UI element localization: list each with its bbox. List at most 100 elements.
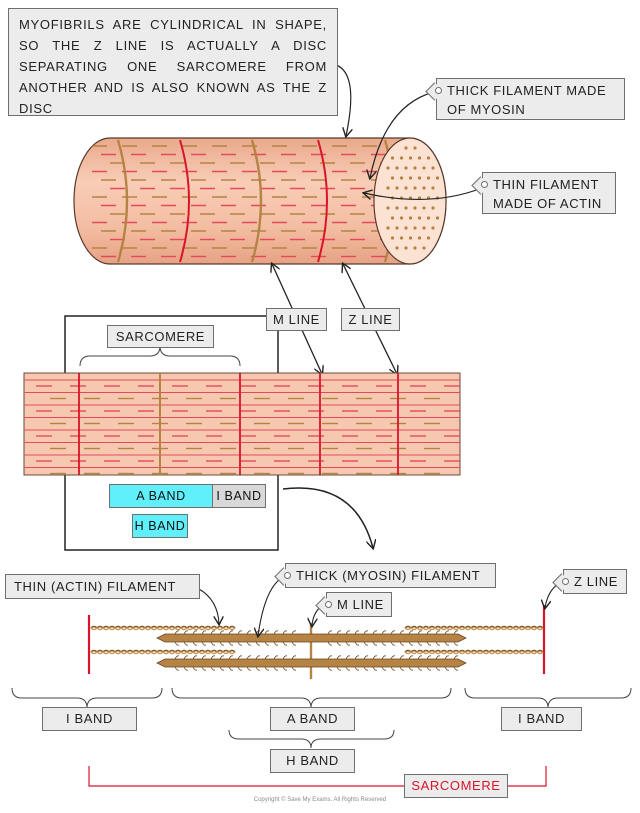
- filament-dot: [413, 206, 417, 210]
- filament-dot: [431, 166, 435, 170]
- myosin-head: [399, 641, 405, 646]
- myosin-head: [417, 641, 423, 646]
- m-line-label-bottom: M line: [325, 592, 392, 617]
- filament-dot: [426, 236, 431, 240]
- myosin-head: [453, 655, 459, 660]
- myosin-head: [399, 630, 405, 635]
- myosin-head: [228, 655, 234, 660]
- i-band-right-brace: [464, 687, 632, 709]
- myofibril-note: Myofibrils are cylindrical in shape, so …: [8, 8, 338, 116]
- myosin-head: [255, 655, 261, 660]
- myosin-head: [435, 641, 441, 646]
- myosin-head: [174, 655, 180, 660]
- myosin-head: [426, 666, 432, 671]
- filament-dot: [386, 226, 390, 230]
- filament-dot: [404, 186, 408, 190]
- myosin-head: [219, 641, 225, 646]
- myosin-head: [246, 655, 252, 660]
- filament-dot: [399, 156, 404, 160]
- myosin-head: [282, 666, 288, 671]
- filament-dot: [386, 206, 390, 210]
- myosin-head: [273, 655, 279, 660]
- myosin-head: [354, 641, 360, 646]
- filament-dot: [408, 176, 413, 180]
- myosin-head: [183, 655, 189, 660]
- myosin-head: [363, 666, 369, 671]
- myosin-head: [174, 630, 180, 635]
- myosin-head: [201, 641, 207, 646]
- myosin-head: [219, 655, 225, 660]
- thin-filament-bottom-arrow: [198, 588, 219, 624]
- sarcomere-detail: [87, 605, 546, 679]
- myosin-head: [201, 655, 207, 660]
- myosin-head: [363, 641, 369, 646]
- filament-dot: [422, 246, 426, 250]
- myosin-head: [435, 666, 441, 671]
- myosin-head: [237, 655, 243, 660]
- filament-dot: [390, 236, 395, 240]
- myosin-head: [291, 666, 297, 671]
- myosin-head: [264, 641, 270, 646]
- filament-dot: [386, 166, 390, 170]
- myosin-head: [336, 655, 342, 660]
- a-band-box: A band: [109, 484, 213, 508]
- myosin-head: [444, 630, 450, 635]
- filament-dot: [417, 176, 422, 180]
- myosin-head: [327, 666, 333, 671]
- filament-dot: [408, 156, 413, 160]
- zoom-arrow: [282, 487, 373, 548]
- thin-filament-label-bottom: Thin (actin) filament: [5, 574, 200, 599]
- sarcomere-brace: [79, 345, 241, 367]
- myosin-head: [453, 630, 459, 635]
- filament-dot: [395, 206, 399, 210]
- h-band-brace: [228, 729, 395, 749]
- myosin-head: [291, 655, 297, 660]
- filament-dot: [390, 176, 395, 180]
- myosin-head: [183, 630, 189, 635]
- myosin-head: [264, 666, 270, 671]
- myosin-head: [174, 641, 180, 646]
- filament-dot: [431, 226, 435, 230]
- filament-dot: [390, 156, 395, 160]
- myosin-head: [372, 666, 378, 671]
- filament-dot: [435, 176, 440, 180]
- myosin-head: [201, 666, 207, 671]
- filament-dot: [404, 226, 408, 230]
- thick-filament-bottom-arrow: [258, 575, 286, 636]
- myosin-head: [192, 666, 198, 671]
- filament-dot: [390, 216, 395, 220]
- myosin-head: [228, 630, 234, 635]
- myosin-head: [264, 655, 270, 660]
- thin-actin-filament: [404, 651, 544, 655]
- filament-dot: [399, 176, 404, 180]
- filament-dot: [413, 166, 417, 170]
- thin-actin-filament: [404, 649, 544, 654]
- filament-dot: [426, 156, 431, 160]
- filament-dot: [395, 166, 399, 170]
- i-band-left-brace: [11, 687, 163, 709]
- myosin-head: [417, 630, 423, 635]
- myosin-head: [336, 641, 342, 646]
- thick-myosin-filament: [156, 633, 467, 643]
- i-band-label-left: I band: [42, 707, 137, 731]
- myosin-head: [264, 630, 270, 635]
- sarcomere-label-bottom: Sarcomere: [404, 774, 508, 798]
- band-strip-filaments: [24, 373, 460, 475]
- myosin-head: [372, 641, 378, 646]
- myosin-head: [291, 630, 297, 635]
- filament-dot: [404, 166, 408, 170]
- myosin-head: [291, 641, 297, 646]
- myosin-head: [192, 641, 198, 646]
- myosin-head: [210, 630, 216, 635]
- myosin-head: [336, 630, 342, 635]
- filament-dot: [395, 186, 399, 190]
- sarcomere-label-mid: Sarcomere: [107, 325, 214, 348]
- thin-actin-filament: [90, 627, 236, 631]
- myosin-head: [282, 630, 288, 635]
- i-band-label-right: I band: [501, 707, 582, 731]
- thin-filament-arrow: [364, 187, 483, 201]
- myosin-head: [354, 655, 360, 660]
- myosin-head: [228, 666, 234, 671]
- myosin-head: [417, 655, 423, 660]
- filament-dot: [399, 216, 404, 220]
